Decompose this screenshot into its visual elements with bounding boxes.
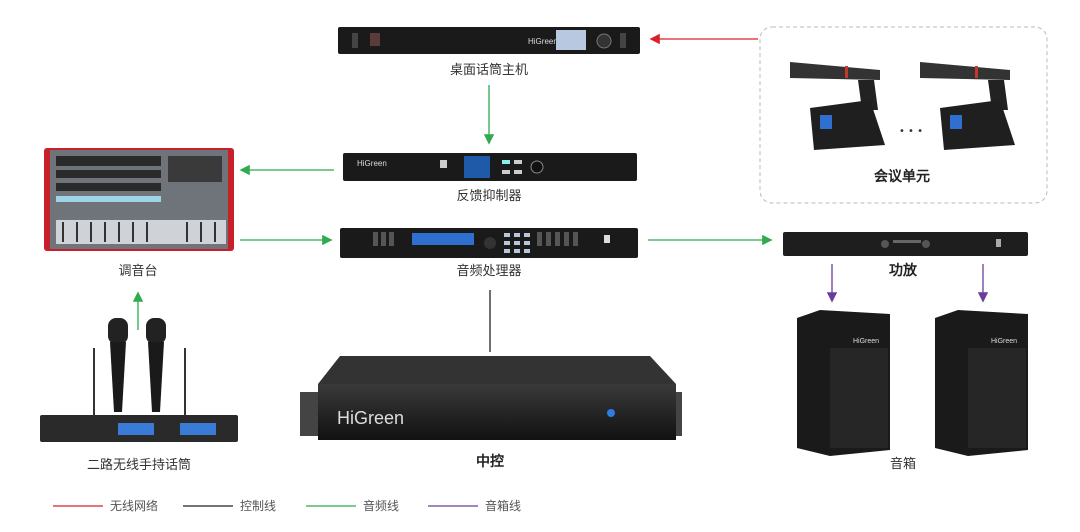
mixer-label: 调音台 (118, 263, 157, 279)
conference-units: • • • 会议单元 (759, 26, 1048, 204)
svg-text:HiGreen: HiGreen (357, 159, 387, 168)
legend-wireless: 无线网络 (110, 498, 158, 513)
desktop-mic-host: HiGreen 桌面话筒主机 (338, 27, 640, 78)
audio-processor: 音频处理器 (340, 228, 638, 279)
audio-processor-label: 音频处理器 (456, 263, 521, 279)
mixer: 调音台 (44, 148, 234, 279)
desktop-mic-host-label: 桌面话筒主机 (450, 62, 528, 78)
conference-unit (790, 62, 885, 150)
svg-text:HiGreen: HiGreen (337, 408, 404, 428)
svg-text:HiGreen: HiGreen (991, 338, 1017, 345)
wireless-handheld-mic: 二路无线手持话筒 (40, 318, 238, 473)
svg-text:HiGreen: HiGreen (853, 338, 879, 345)
legend: 无线网络 控制线 音频线 音箱线 (53, 498, 521, 513)
conference-unit-label: 会议单元 (874, 168, 930, 185)
legend-control: 控制线 (240, 499, 276, 513)
connections (132, 33, 989, 352)
speakers-label: 音箱 (890, 456, 916, 472)
speaker-left: HiGreen (797, 310, 890, 456)
speaker-right: HiGreen (935, 310, 1028, 456)
central-control: HiGreen 中控 (300, 356, 682, 470)
ellipsis: • • • (899, 126, 923, 137)
legend-speaker: 音箱线 (485, 498, 521, 513)
svg-text:HiGreen: HiGreen (528, 37, 558, 46)
feedback-suppressor-label: 反馈抑制器 (456, 189, 521, 204)
speakers: HiGreen HiGreen 音箱 (797, 310, 1028, 472)
legend-audio: 音频线 (363, 498, 399, 513)
amplifier-label: 功放 (889, 262, 918, 279)
feedback-suppressor: HiGreen 反馈抑制器 (343, 153, 637, 204)
central-control-label: 中控 (476, 453, 504, 470)
conference-unit (920, 62, 1015, 150)
wireless-mic-label: 二路无线手持话筒 (87, 457, 191, 473)
amplifier: 功放 (783, 232, 1028, 279)
